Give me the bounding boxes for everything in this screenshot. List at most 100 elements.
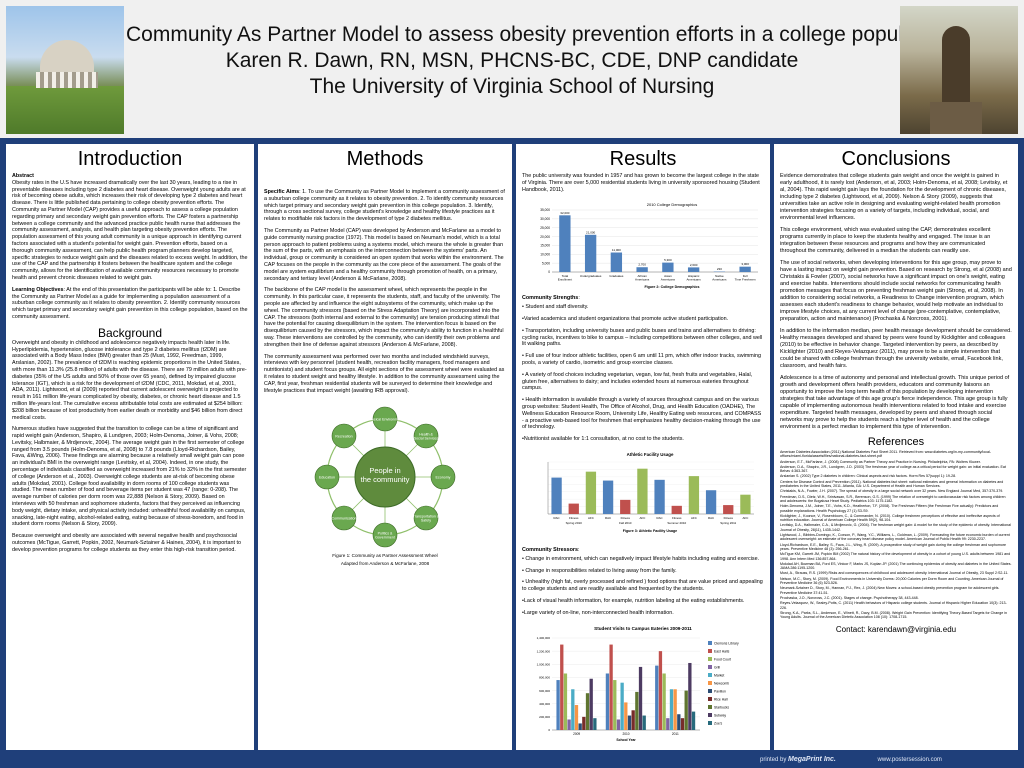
x-tick-label: 2011 <box>672 732 679 736</box>
conclusions-body: Evidence demonstrates that college stude… <box>774 173 1018 431</box>
group-label: Spring 2010 <box>566 521 583 525</box>
conclusions-paragraph-2: This college environment, which was eval… <box>780 227 991 254</box>
x-tick-label: AFC <box>691 516 697 520</box>
bar-value-label: 11,000 <box>612 248 621 252</box>
bar <box>662 263 674 273</box>
y-tick-label: 200,000 <box>539 715 550 719</box>
wheel-subsystem-node <box>331 506 357 531</box>
bar <box>605 673 610 730</box>
printer-credit: printed by MegaPrint Inc. www.postersess… <box>760 756 942 763</box>
legend-swatch <box>708 712 712 717</box>
stressors-label: Community Stressors <box>522 546 579 553</box>
reference-item: Kicklighter, J., Koonce, V., Rosenbloom,… <box>780 513 1000 523</box>
bar <box>654 479 665 514</box>
bar <box>567 719 571 730</box>
bar <box>609 644 613 730</box>
legend-label: Grill <box>714 665 720 669</box>
x-tick-label: Fitness <box>672 516 682 520</box>
bar <box>635 691 639 730</box>
bar <box>677 713 681 730</box>
stressor-item: • Change in environment, which can negat… <box>522 555 760 562</box>
bar <box>688 662 692 730</box>
reference-item: Centers for Disease Control and Preventi… <box>780 479 1004 489</box>
bar <box>658 650 663 730</box>
x-tick-label: 2009 <box>573 732 580 736</box>
chart-title: 2010 College Demographics <box>647 202 697 207</box>
reference-item: Mokdad AH, Bowman BA, Ford ES, Vinicor F… <box>780 561 1012 571</box>
y-tick-label: 25,000 <box>540 226 550 230</box>
reference-item: McTigue KM, Garrett JM, Popkin BM (2002)… <box>780 552 1011 561</box>
title-block: Community As Partner Model to assess obe… <box>126 22 954 100</box>
chart-caption: Figure 3: Athletic Facility Usage <box>623 529 677 533</box>
conclusions-paragraph-4: In addition to the information median, p… <box>780 328 1012 369</box>
printed-by-label: printed by <box>760 757 787 763</box>
background-paragraph-2: Numerous studies have suggested that the… <box>12 426 247 528</box>
legend-label: East Halls <box>714 649 730 653</box>
strength-item: • Full use of four indoor athletic facil… <box>522 353 761 366</box>
reference-item: American Diabetes Association (2011) Nat… <box>780 450 991 459</box>
legend-swatch <box>708 688 712 693</box>
institution-line: The University of Virginia School of Nur… <box>309 75 715 98</box>
reference-item: Neumark-Sztainer D., Story, M., Hannan, … <box>780 586 1000 595</box>
strength-item: • Transportation, including university b… <box>522 327 763 348</box>
x-tick-label: 2010 <box>622 732 629 736</box>
results-intro-text: The public university was founded in 195… <box>522 173 760 193</box>
bar <box>723 505 734 514</box>
reference-item: Christakis, N.A., Fowler, J.H. (2007). T… <box>780 489 1004 494</box>
wheel-subsystem-node <box>413 424 439 449</box>
strengths-label: Community Strengths <box>522 295 579 302</box>
bar <box>705 490 717 514</box>
x-tick-label: AFC <box>588 516 594 520</box>
printer-site[interactable]: www.postersession.com <box>877 757 942 763</box>
y-tick-label: 10,000 <box>540 253 550 257</box>
demographics-chart-svg: 2010 College Demographics05,00010,00015,… <box>540 202 758 289</box>
legend-label: Subway <box>714 713 726 717</box>
x-tick-label: RAC <box>554 516 560 520</box>
rotunda-photo <box>6 6 124 134</box>
group-label: Summer 2010 <box>667 521 686 525</box>
group-label: Spring 2011 <box>720 521 736 525</box>
bar <box>574 704 579 730</box>
legend-swatch <box>708 648 712 653</box>
bar <box>691 711 696 730</box>
wheel-subsystem-label: Health &Social Services <box>414 433 439 441</box>
legend-swatch <box>708 640 712 645</box>
bar <box>673 688 677 730</box>
wheel-center-circle <box>354 446 416 508</box>
legend-swatch <box>708 656 712 661</box>
results-heading: Results <box>609 148 677 170</box>
wheel-subsystem-node <box>372 407 398 432</box>
x-axis-label: School Year <box>616 738 636 742</box>
reference-item: Freedman, D.S., Dietz, W.H., Srinivasan,… <box>780 494 1006 503</box>
contact-email[interactable]: Contact: karendawn@virginia.edu <box>835 625 957 635</box>
objectives-text: : At the end of this presentation the pa… <box>12 286 248 320</box>
reference-item: Prochaska, J.O., Norcross, J.C. (2001). … <box>780 595 919 600</box>
x-tick-label: AFC <box>640 516 646 520</box>
x-tick-label: Fitness <box>724 516 734 520</box>
references-heading: References <box>867 436 925 448</box>
bar <box>624 701 628 730</box>
wheel-subsystem-node <box>331 424 357 449</box>
y-tick-label: 0 <box>548 728 550 732</box>
bar <box>739 267 751 273</box>
bar <box>620 682 624 730</box>
bar <box>556 679 560 730</box>
abstract-label: Abstract <box>12 173 34 179</box>
statue-photo <box>900 6 1018 134</box>
wheel-subsystem-label: Economy <box>436 476 451 480</box>
bar <box>578 722 582 730</box>
legend-swatch <box>708 704 712 709</box>
bar <box>638 666 643 730</box>
poster-footer: printed by MegaPrint Inc. www.postersess… <box>0 752 1024 768</box>
stressor-item: •Large variety of on-line, non-interconn… <box>522 609 674 616</box>
bar-value-label: 5,300 <box>664 259 672 263</box>
wheel-center-line: People in <box>369 466 400 475</box>
strength-item: • A variety of food choices including ve… <box>522 371 753 392</box>
bar-value-label: 230 <box>717 267 722 271</box>
